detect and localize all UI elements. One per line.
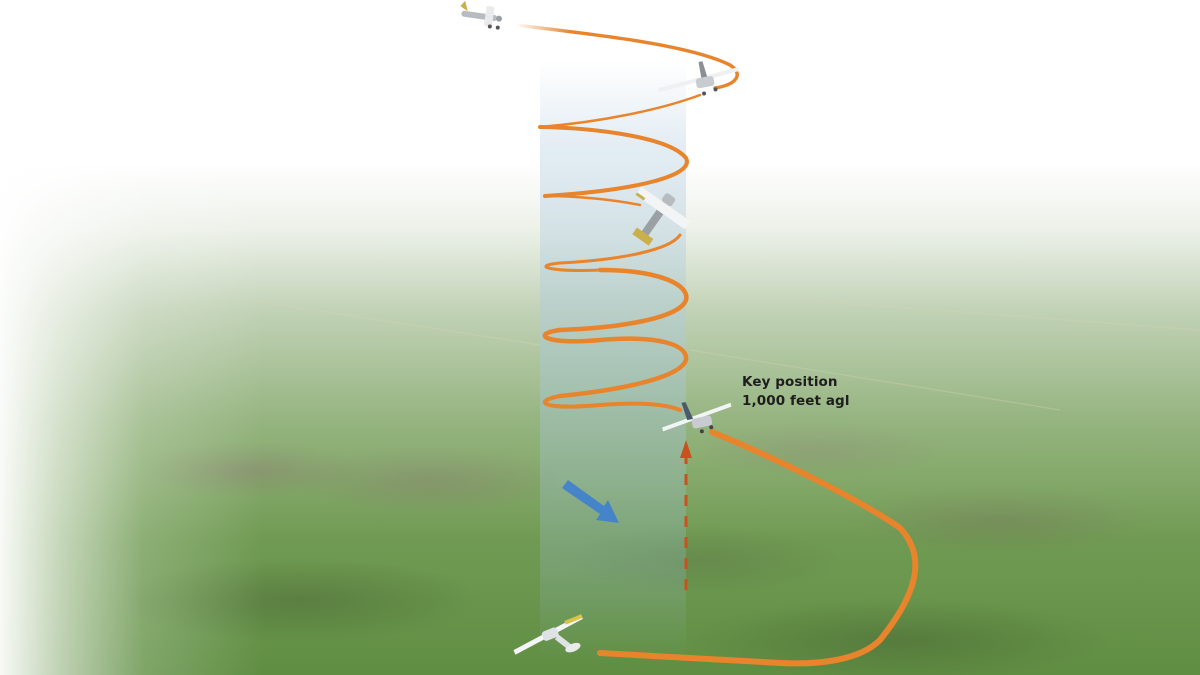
airplane-icon — [632, 186, 691, 246]
annotation-line-1: Key position — [742, 374, 838, 390]
ground-lines — [249, 299, 1200, 411]
airplane-icon — [513, 614, 583, 655]
spiral-flight-path — [513, 23, 919, 667]
descent-column — [540, 60, 686, 660]
wind-arrow-icon — [562, 480, 619, 523]
airplane-icon — [658, 61, 739, 96]
annotation-line-2: 1,000 feet agl — [742, 393, 850, 409]
key-position-annotation: Key position 1,000 feet agl — [742, 373, 850, 411]
airplane-icon — [662, 402, 732, 434]
airplane-icon — [460, 0, 503, 30]
altitude-dashed-arrow — [680, 440, 692, 590]
